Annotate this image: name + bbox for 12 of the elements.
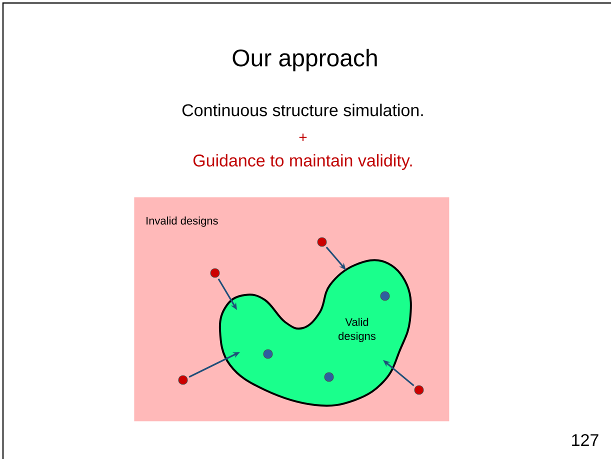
dot <box>317 237 327 247</box>
subtitle: Guidance to maintain validity. <box>193 154 412 170</box>
dot <box>263 349 273 359</box>
dot <box>380 291 390 301</box>
title: Our approach <box>232 48 377 72</box>
dot <box>324 372 334 382</box>
dot <box>414 385 424 395</box>
dot <box>178 375 188 385</box>
dot <box>210 268 220 278</box>
subtitle: Continuous structure simulation. <box>182 104 423 116</box>
plus-sign: + <box>299 134 307 142</box>
page-number: 127 <box>572 434 598 446</box>
